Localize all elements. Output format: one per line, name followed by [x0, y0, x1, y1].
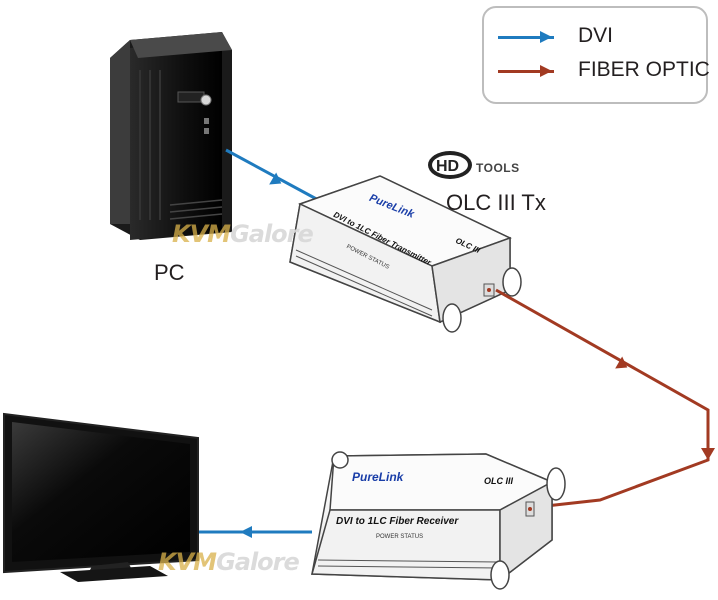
- svg-text:HD: HD: [436, 158, 459, 175]
- transmitter-box: [289, 175, 522, 333]
- watermark-bottom: KVMGalore: [158, 548, 300, 576]
- hd-tools-text: TOOLS: [476, 161, 520, 175]
- legend-dvi-line: [498, 36, 554, 39]
- watermark-top-kvm: KVM: [172, 220, 231, 248]
- pc-tower: [110, 32, 232, 240]
- legend-fiber-line: [498, 70, 554, 73]
- fiber-optic-cable: [495, 288, 715, 510]
- pc-label: PC: [154, 260, 185, 285]
- legend-dvi-arrow-icon: [540, 31, 552, 43]
- receiver-model: OLC III: [484, 476, 513, 486]
- monitor: [3, 412, 199, 582]
- legend-dvi-label: DVI: [578, 24, 614, 47]
- transmitter-label: OLC III Tx: [446, 190, 546, 215]
- receiver-brand: PureLink: [352, 470, 404, 484]
- watermark-top-galore: Galore: [230, 220, 314, 248]
- hd-tools-logo: HD TOOLS: [424, 147, 524, 187]
- dvi-cable-pc-to-tx: [225, 148, 323, 204]
- dvi-cable-rx-to-monitor: [196, 526, 312, 538]
- receiver-description: DVI to 1LC Fiber Receiver: [336, 516, 459, 527]
- receiver-status: POWER STATUS: [376, 534, 424, 540]
- watermark-top: KVMGalore: [172, 220, 314, 248]
- legend: DVI FIBER OPTIC: [482, 6, 710, 104]
- watermark-bottom-kvm: KVM: [158, 548, 217, 576]
- watermark-bottom-galore: Galore: [216, 548, 300, 576]
- legend-fiber-arrow-icon: [540, 65, 552, 77]
- legend-fiber-label: FIBER OPTIC: [578, 58, 710, 81]
- receiver-box: [311, 451, 566, 590]
- hd-logo-icon: HD: [428, 151, 472, 179]
